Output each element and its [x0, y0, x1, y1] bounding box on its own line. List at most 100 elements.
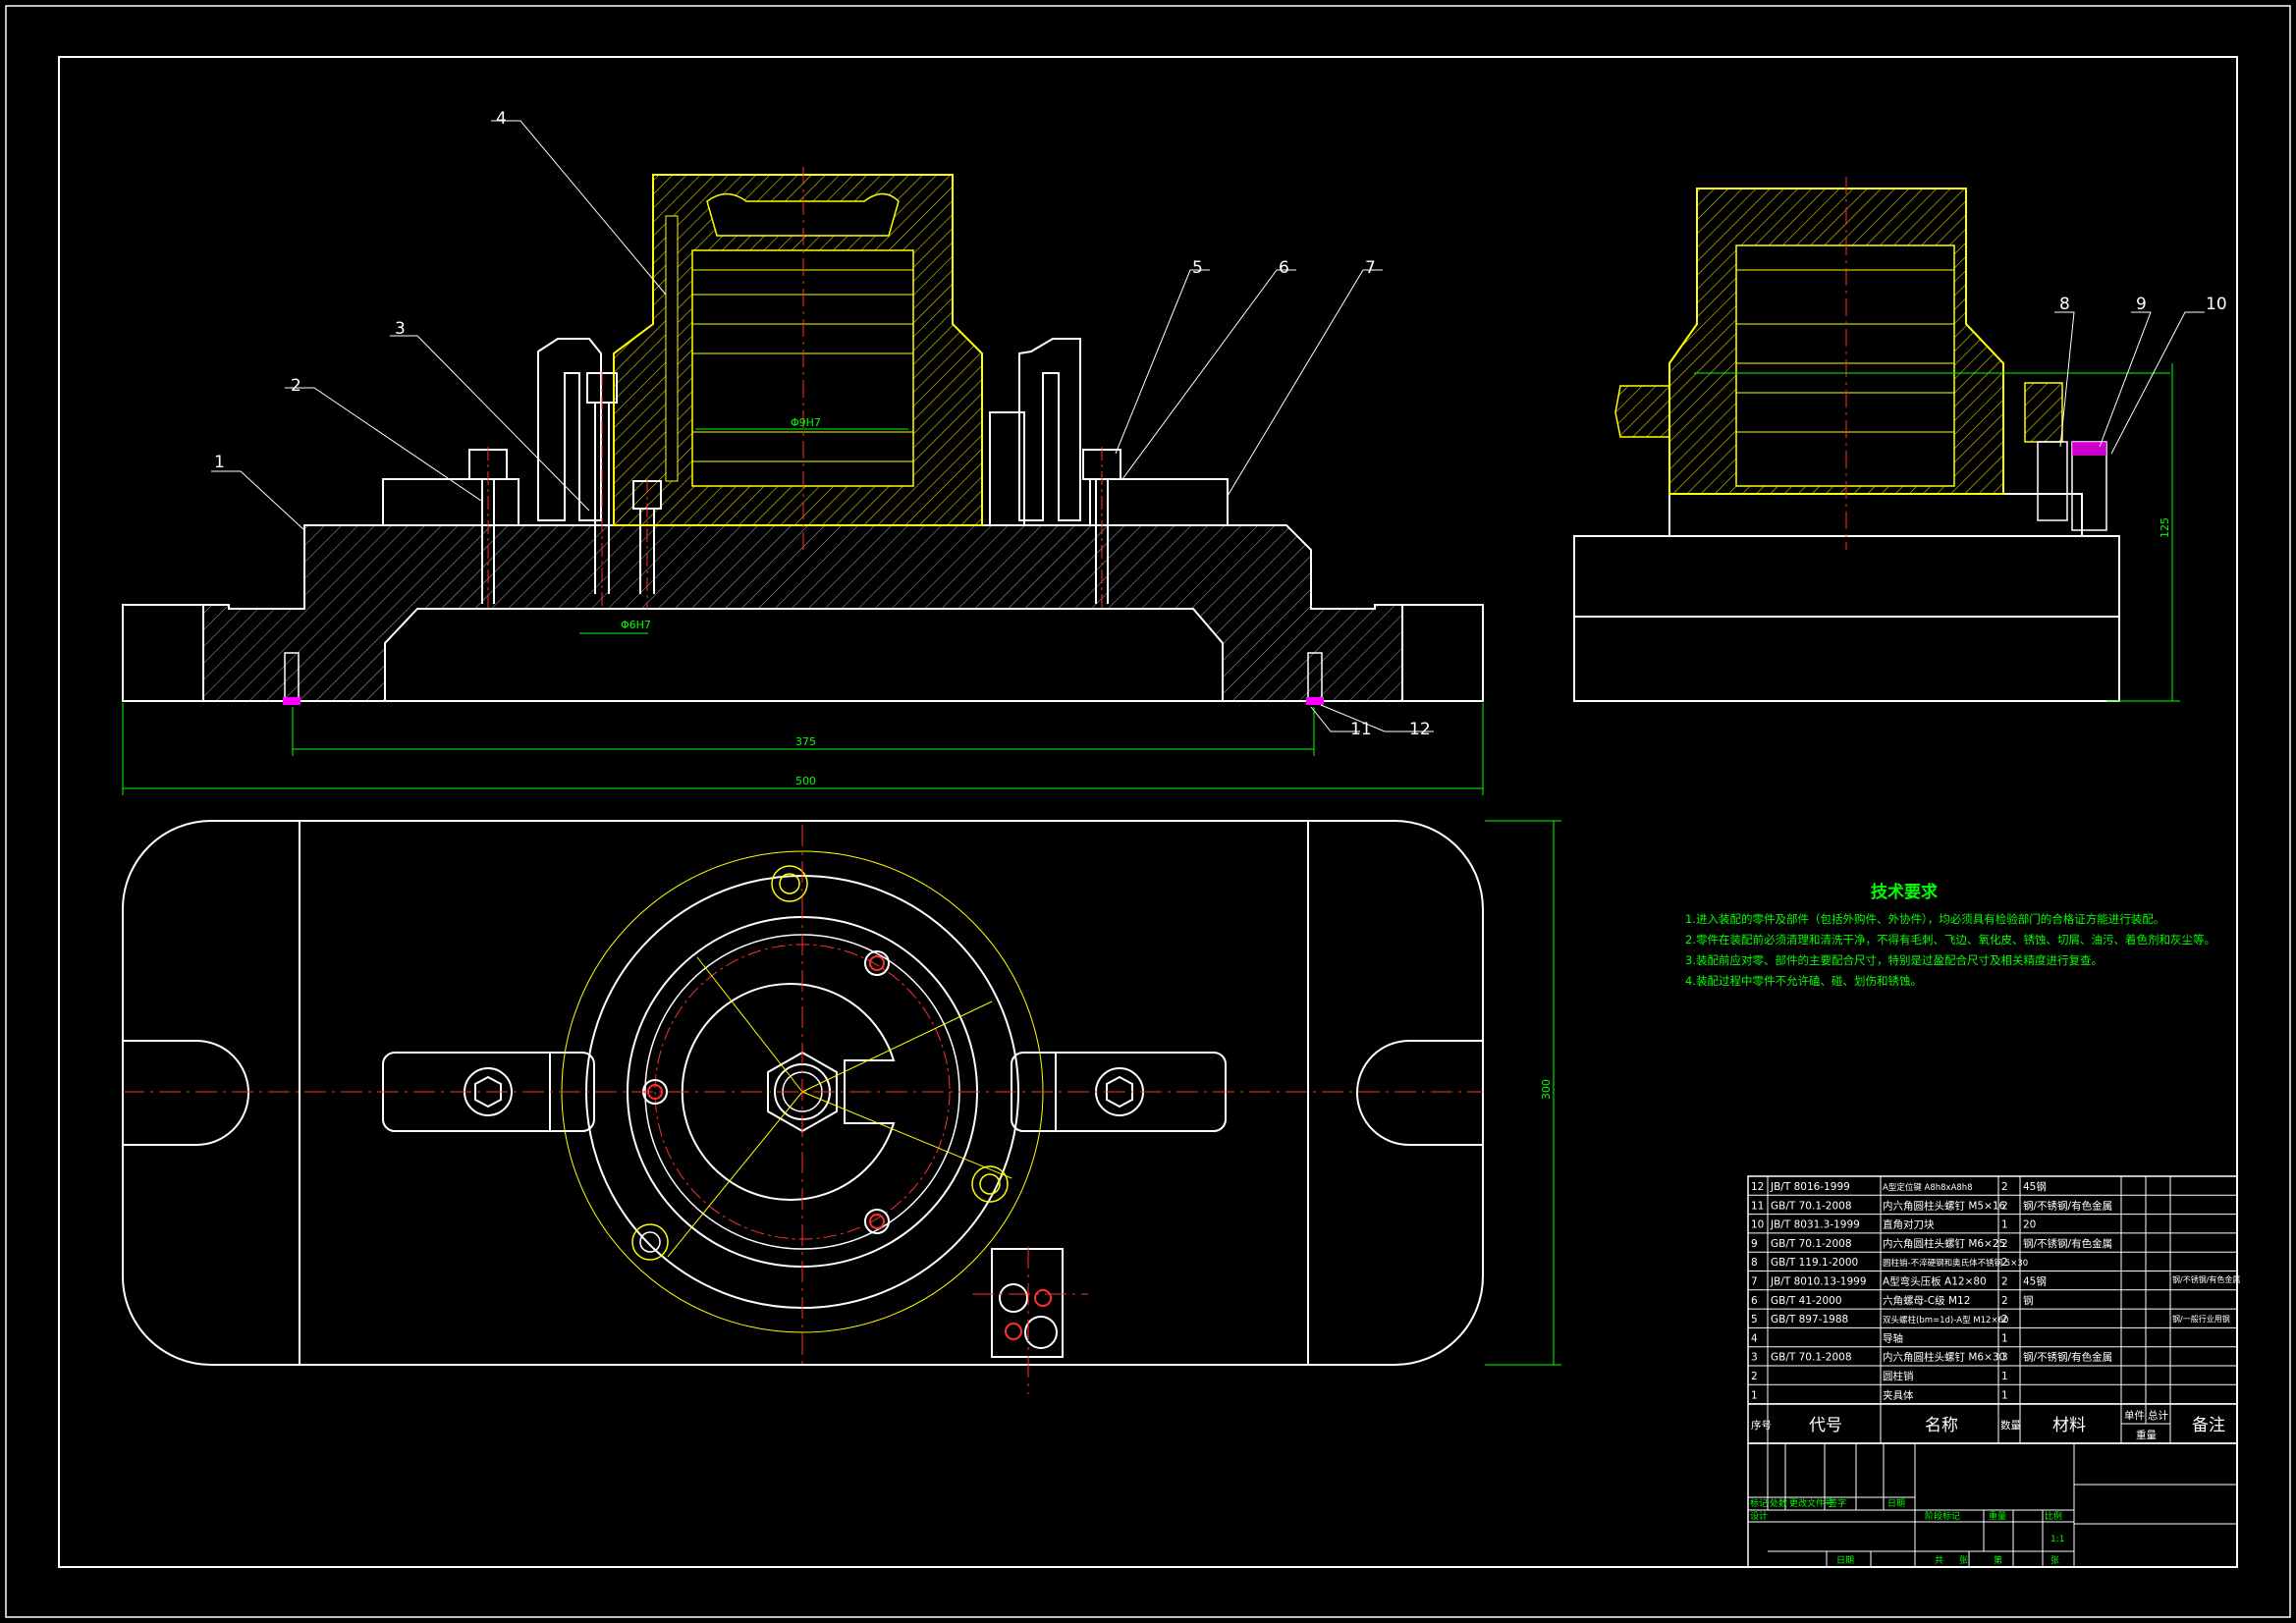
bom-cell-material: 钢/不锈钢/有色金属 [2023, 1237, 2112, 1250]
bom-cell-no: 6 [1751, 1295, 1758, 1307]
bom-cell-qty: 1 [2001, 1371, 2008, 1382]
dim-base-inner: 375 [795, 735, 816, 748]
tech-requirements: 技术要求 1.进入装配的零件及部件（包括外购件、外协件），均必须具有检验部门的合… [1685, 882, 2215, 988]
bom-hdr-qty: 数量 [2000, 1419, 2022, 1432]
inner-frame [58, 56, 2238, 1568]
callout-4: 4 [496, 109, 507, 129]
bom-hdr-name: 名称 [1925, 1416, 1958, 1435]
callout-11: 11 [1350, 720, 1372, 739]
bom-hdr-unit: 单件 [2124, 1410, 2145, 1422]
bom-cell-qty: 2 [2001, 1314, 2008, 1325]
fixture-body [122, 524, 1484, 702]
bom-cell-no: 10 [1751, 1219, 1764, 1231]
bom-cell-code: GB/T 70.1-2008 [1771, 1200, 1852, 1212]
bom-hdr-remark: 备注 [2192, 1416, 2225, 1435]
bom-cell-qty: 1 [2001, 1219, 2008, 1231]
side-view: 125 8 9 10 [1573, 177, 2227, 702]
bom-cell-code: JB/T 8010.13-1999 [1770, 1276, 1867, 1288]
plan-view: 300 [122, 820, 1561, 1394]
bom-cell-code: JB/T 8031.3-1999 [1770, 1219, 1860, 1231]
bom-cell-code: JB/T 8016-1999 [1770, 1181, 1850, 1193]
bom-cell-name: 内六角圆柱头螺钉 M5×16 [1883, 1199, 2006, 1212]
tb-count: 处数 [1770, 1497, 1787, 1509]
bom-hdr-no: 序号 [1751, 1419, 1772, 1432]
bom-cell-name: 圆柱销 [1883, 1370, 1914, 1382]
bom-hdr-weight: 重量 [2136, 1429, 2158, 1441]
tb-stage: 阶段标记 [1925, 1510, 1960, 1522]
tb-date-2: 日期 [1836, 1555, 1854, 1566]
tb-mark: 标记 [1750, 1497, 1768, 1509]
tech-line-1: 1.进入装配的零件及部件（包括外购件、外协件），均必须具有检验部门的合格证方能进… [1685, 912, 2164, 926]
bom-cell-name: A型定位键 A8h8xA8h8 [1883, 1182, 1973, 1193]
bom-cell-no: 9 [1751, 1238, 1758, 1250]
dim-base-total: 500 [795, 775, 816, 787]
dim-plan-height: 300 [1540, 1079, 1553, 1100]
callout-2: 2 [291, 376, 301, 396]
title-block: 标记 处数 更改文件号 签字 日期 设计 阶段标记 重量 比例 1:1 共 张 … [1747, 1442, 2238, 1568]
tb-date: 日期 [1887, 1498, 1905, 1509]
bom-hdr-code: 代号 [1809, 1416, 1842, 1435]
bom-cell-name: 内六角圆柱头螺钉 M6×30 [1883, 1351, 2005, 1364]
dim-pin: Φ6H7 [621, 619, 651, 631]
callout-12: 12 [1409, 720, 1431, 739]
tb-design: 设计 [1750, 1510, 1768, 1522]
bom-cell-name: 圆柱销-不淬硬钢和奥氏体不锈钢 5×30 [1883, 1258, 2028, 1269]
callout-8: 8 [2059, 295, 2070, 314]
bom-cell-code: GB/T 70.1-2008 [1771, 1352, 1852, 1364]
bom-cell-no: 5 [1751, 1314, 1758, 1325]
callout-5: 5 [1192, 258, 1203, 278]
bom-cell-no: 7 [1751, 1276, 1758, 1288]
bom-cell-no: 2 [1751, 1371, 1758, 1382]
tb-scale: 1:1 [2050, 1535, 2064, 1544]
tech-title: 技术要求 [1871, 882, 1938, 902]
bom-cell-no: 1 [1751, 1389, 1758, 1401]
tb-docno: 更改文件号 [1789, 1497, 1833, 1509]
tb-scale-label: 比例 [2045, 1510, 2062, 1522]
tb-sheet-no: 第 [1994, 1554, 2002, 1566]
base-plate-outline [122, 820, 1484, 1366]
bom-cell-no: 4 [1751, 1332, 1758, 1344]
bom-cell-qty: 1 [2001, 1389, 2008, 1401]
bom-cell-qty: 2 [2001, 1257, 2008, 1269]
bom-remark-2: 钢/一般行业用钢 [2172, 1314, 2230, 1324]
bom-cell-qty: 3 [2001, 1352, 2008, 1364]
outer-frame [5, 5, 2291, 1618]
bom-cell-qty: 2 [2001, 1181, 2008, 1193]
bom-cell-material: 钢 [2023, 1294, 2034, 1307]
tb-sheets-unit-1: 张 [1959, 1555, 1968, 1566]
bom-cell-material: 45钢 [2023, 1275, 2047, 1288]
bom-cell-name: 夹具体 [1883, 1388, 1914, 1401]
callout-10: 10 [2206, 295, 2227, 314]
tb-weight: 重量 [1989, 1510, 2006, 1522]
bom-cell-qty: 2 [2001, 1276, 2008, 1288]
callout-6: 6 [1279, 258, 1289, 278]
bom-cell-code: GB/T 119.1-2000 [1771, 1257, 1858, 1269]
dim-side-height: 125 [2159, 517, 2171, 538]
clamp-left [537, 338, 602, 521]
bom-cell-qty: 1 [2001, 1332, 2008, 1344]
bom-cell-code: GB/T 70.1-2008 [1771, 1238, 1852, 1250]
bom-hdr-material: 材料 [2052, 1416, 2086, 1435]
bom-cell-no: 11 [1751, 1200, 1764, 1212]
bom-cell-material: 钢/不锈钢/有色金属 [2023, 1351, 2112, 1364]
bom-cell-name: 六角螺母-C级 M12 [1883, 1295, 1970, 1307]
dim-bore: Φ9H7 [791, 416, 821, 429]
bom-hdr-total: 总计 [2148, 1409, 2169, 1422]
bom-cell-name: 双头螺柱(bm=1d)-A型 M12×60 [1883, 1315, 2008, 1325]
bom-cell-name: 直角对刀块 [1883, 1218, 1935, 1231]
callout-7: 7 [1365, 258, 1376, 278]
bom-cell-no: 3 [1751, 1352, 1758, 1364]
bom-cell-material: 钢/不锈钢/有色金属 [2023, 1199, 2112, 1212]
tech-line-4: 4.装配过程中零件不允许磕、碰、划伤和锈蚀。 [1685, 974, 1922, 988]
bom-cell-material: 20 [2023, 1219, 2036, 1231]
bom-cell-name: 内六角圆柱头螺钉 M6×25 [1883, 1237, 2005, 1250]
bom-cell-name: A型弯头压板 A12×80 [1883, 1275, 1987, 1288]
tb-total-sheets: 共 [1935, 1555, 1943, 1566]
bom-cell-name: 导轴 [1883, 1331, 1903, 1344]
bom-remark-1: 钢/不锈钢/有色金属 [2172, 1274, 2240, 1284]
callout-3: 3 [395, 319, 406, 339]
bom-cell-code: GB/T 897-1988 [1771, 1314, 1848, 1325]
tb-sign: 签字 [1829, 1497, 1846, 1509]
callout-9: 9 [2136, 295, 2147, 314]
